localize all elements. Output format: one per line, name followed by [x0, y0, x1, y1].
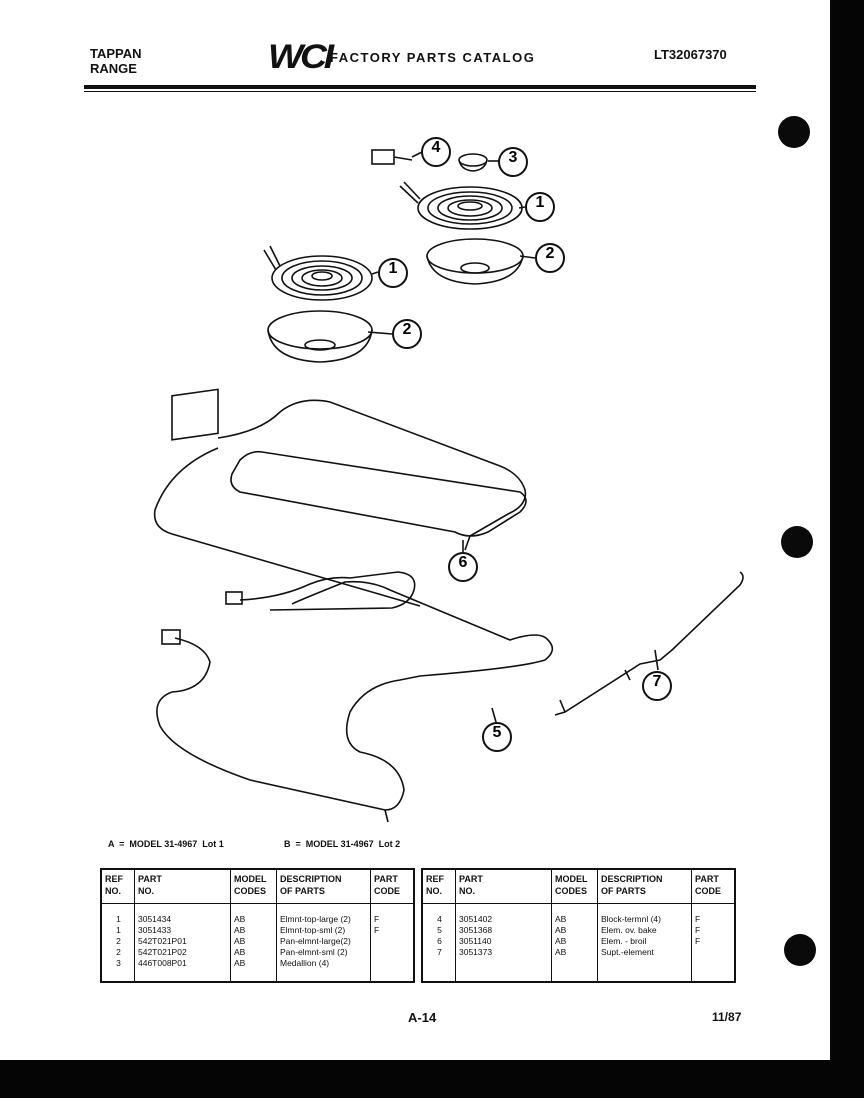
- callout-5-label: 5: [492, 724, 502, 741]
- callout-1-left: 1: [378, 258, 408, 288]
- catalog-number: LT32067370: [654, 47, 727, 62]
- bake-element: [156, 571, 554, 823]
- callout-2-right-label: 2: [545, 245, 555, 262]
- callout-6-label: 6: [458, 554, 468, 571]
- binder-hole: [781, 526, 813, 558]
- drip-pan-right: [426, 238, 524, 285]
- callout-7-label: 7: [652, 673, 662, 690]
- brand-block: TAPPAN RANGE: [90, 46, 142, 76]
- callout-7: 7: [642, 671, 672, 701]
- brand-line-1: TAPPAN: [90, 46, 142, 61]
- table-spacer-row: [422, 969, 736, 982]
- table-row: [422, 958, 736, 969]
- revision-date: 11/87: [712, 1010, 742, 1024]
- callout-1-left-label: 1: [388, 260, 398, 277]
- callout-4-label: 4: [431, 139, 441, 156]
- wci-logo: WCI: [268, 38, 334, 76]
- header-rule: [84, 85, 756, 89]
- callout-5: 5: [482, 722, 512, 752]
- terminal-block: [371, 149, 413, 165]
- surface-element-left: [263, 245, 373, 301]
- broil-element: [153, 388, 527, 607]
- callout-4: 4: [421, 137, 451, 167]
- catalog-title: FACTORY PARTS CATALOG: [330, 50, 536, 65]
- table-spacer-row: [101, 969, 415, 982]
- callout-2-left-label: 2: [402, 321, 412, 338]
- callout-6: 6: [448, 552, 478, 582]
- surface-element-right: [399, 181, 523, 230]
- callout-2-left: 2: [392, 319, 422, 349]
- callout-1-right-label: 1: [535, 194, 545, 211]
- page-number: A-14: [408, 1010, 437, 1025]
- binder-hole: [778, 116, 810, 148]
- callout-1-right: 1: [525, 192, 555, 222]
- exploded-parts-diagram: [153, 149, 744, 823]
- element-support: [554, 571, 744, 716]
- model-a-legend: A = MODEL 31-4967 Lot 1: [108, 839, 224, 849]
- callout-3: 3: [498, 147, 528, 177]
- drip-pan-left: [267, 310, 373, 363]
- callout-2-right: 2: [535, 243, 565, 273]
- binder-hole: [784, 934, 816, 966]
- callout-3-label: 3: [508, 149, 518, 166]
- brand-line-2: RANGE: [90, 61, 137, 76]
- medallion: [458, 153, 488, 172]
- model-b-legend: B = MODEL 31-4967 Lot 2: [284, 839, 401, 849]
- header-rule-thin: [84, 91, 756, 92]
